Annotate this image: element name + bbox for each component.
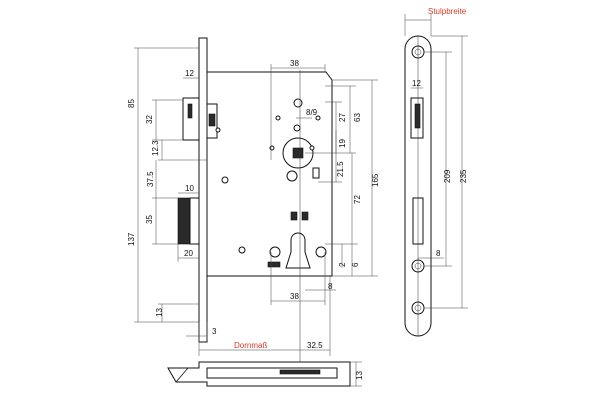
dead-bolt bbox=[177, 197, 191, 245]
latch-bolt bbox=[182, 97, 200, 141]
dim-2: 2 bbox=[338, 262, 347, 267]
dim-209: 209 bbox=[443, 169, 452, 183]
spindle-square bbox=[292, 147, 304, 159]
dim-32-5: 32.5 bbox=[307, 341, 323, 350]
switch bbox=[267, 261, 281, 268]
label-dornmass: Dornmaß bbox=[234, 341, 267, 350]
dim-137: 137 bbox=[127, 232, 136, 246]
lock-body-view bbox=[177, 37, 333, 370]
dim-10: 10 bbox=[185, 184, 194, 193]
dim-72: 72 bbox=[353, 195, 362, 204]
dim-20: 20 bbox=[184, 249, 193, 258]
side-view-detail bbox=[279, 369, 321, 375]
lock-case bbox=[206, 71, 333, 277]
dim-13-left: 13 bbox=[155, 308, 164, 317]
dim-165: 165 bbox=[371, 173, 380, 187]
faceplate-side bbox=[198, 37, 208, 343]
dim-12-left: 12 bbox=[185, 69, 194, 78]
hole-d bbox=[286, 170, 298, 182]
dim-38-top: 38 bbox=[290, 59, 299, 68]
hole-e bbox=[309, 145, 315, 151]
dim-37-5: 37.5 bbox=[146, 171, 155, 187]
hole-a bbox=[275, 115, 281, 121]
hole-c bbox=[269, 145, 275, 151]
dim-3: 3 bbox=[212, 327, 217, 336]
dim-235: 235 bbox=[459, 169, 468, 183]
screw-lower bbox=[238, 246, 246, 254]
dimensions-faceplate: Stulpbreite 12 209 235 8 bbox=[404, 7, 468, 309]
side-view-inner bbox=[206, 367, 338, 379]
dim-63: 63 bbox=[353, 113, 362, 122]
slot-a bbox=[312, 167, 320, 179]
dim-32: 32 bbox=[145, 115, 154, 124]
pin bbox=[215, 127, 221, 133]
dim-13-side: 13 bbox=[355, 371, 364, 380]
dim-35: 35 bbox=[145, 215, 154, 224]
dead-bolt-collar bbox=[189, 197, 200, 245]
dimensions-left: 38 12 85 32 12.3 37.5 10 35 137 20 bbox=[127, 47, 380, 356]
latch-tongue bbox=[414, 103, 421, 129]
dim-21-5: 21.5 bbox=[336, 161, 345, 177]
slot-b bbox=[290, 211, 298, 221]
hole-top bbox=[293, 98, 303, 108]
hole-mid bbox=[293, 124, 301, 132]
dim-27: 27 bbox=[338, 113, 347, 122]
cylinder-cutout bbox=[285, 232, 311, 269]
dim-38-bottom: 38 bbox=[290, 292, 299, 301]
slot-c bbox=[301, 211, 309, 221]
faceplate-front-view bbox=[404, 35, 432, 337]
side-view: 13 bbox=[167, 361, 364, 387]
dim-12-3: 12.3 bbox=[151, 140, 160, 156]
dim-8-bottom: 8 bbox=[328, 282, 333, 291]
dim-19: 19 bbox=[338, 139, 347, 148]
dim-8-face: 8 bbox=[436, 249, 441, 258]
screw-upper bbox=[221, 176, 229, 184]
hole-b bbox=[315, 115, 321, 121]
latch-detail bbox=[187, 103, 193, 119]
hole-g bbox=[315, 246, 327, 258]
dim-6: 6 bbox=[351, 262, 360, 267]
dim-8-9: 8/9 bbox=[306, 108, 318, 117]
dim-12-face: 12 bbox=[412, 79, 421, 88]
dim-85: 85 bbox=[127, 99, 136, 108]
latch-spring bbox=[208, 113, 216, 127]
hole-f bbox=[269, 246, 281, 258]
label-stulpbreite: Stulpbreite bbox=[428, 7, 467, 16]
